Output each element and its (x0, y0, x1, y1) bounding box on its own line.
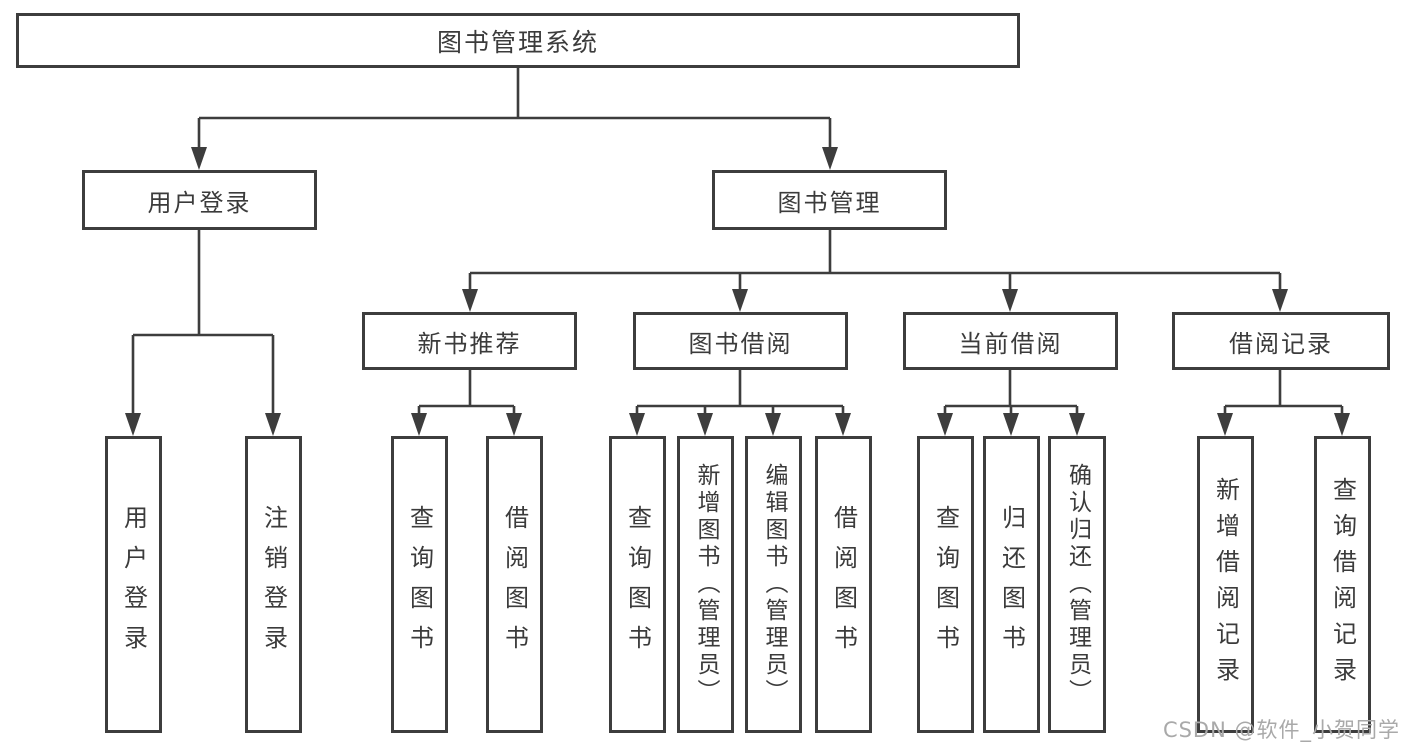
node-leaf-cb-query-book-label: 查询图书 (931, 504, 960, 665)
node-leaf-bb-add-book-admin-label: 新增图书（管理员） (693, 463, 719, 706)
node-leaf-nb-borrow-book-label: 借阅图书 (500, 504, 529, 665)
node-leaf-nb-query-book: 查询图书 (391, 436, 448, 733)
node-new-book-recommend-label: 新书推荐 (417, 329, 522, 358)
node-borrowing-records-label: 借阅记录 (1229, 329, 1333, 358)
node-borrowing-records: 借阅记录 (1172, 312, 1390, 370)
node-leaf-bb-edit-book-admin: 编辑图书（管理员） (745, 436, 802, 733)
node-user-login: 用户登录 (82, 170, 317, 230)
node-book-borrowing: 图书借阅 (633, 312, 848, 370)
node-leaf-cb-confirm-return-admin-label: 确认归还（管理员） (1064, 463, 1091, 706)
node-leaf-nb-query-book-label: 查询图书 (405, 504, 434, 665)
node-book-borrowing-label: 图书借阅 (688, 329, 793, 358)
node-leaf-user-login-label: 用户登录 (119, 504, 148, 665)
node-leaf-br-add-record-label: 新增借阅记录 (1211, 476, 1240, 693)
node-current-borrowing-label: 当前借阅 (958, 329, 1063, 358)
node-leaf-bb-edit-book-admin-label: 编辑图书（管理员） (761, 463, 787, 706)
node-root-label: 图书管理系统 (436, 27, 599, 57)
node-root: 图书管理系统 (16, 13, 1020, 68)
node-leaf-cb-return-book-label: 归还图书 (997, 504, 1026, 665)
node-current-borrowing: 当前借阅 (903, 312, 1118, 370)
node-leaf-bb-query-book: 查询图书 (609, 436, 666, 733)
node-leaf-br-query-record-label: 查询借阅记录 (1328, 476, 1357, 693)
node-user-login-label: 用户登录 (147, 188, 252, 217)
node-book-management: 图书管理 (712, 170, 947, 230)
node-new-book-recommend: 新书推荐 (362, 312, 577, 370)
node-leaf-user-login: 用户登录 (105, 436, 162, 733)
node-leaf-cb-return-book: 归还图书 (983, 436, 1040, 733)
node-leaf-cb-confirm-return-admin: 确认归还（管理员） (1048, 436, 1106, 733)
node-book-management-label: 图书管理 (777, 188, 882, 217)
node-leaf-br-add-record: 新增借阅记录 (1197, 436, 1254, 733)
node-leaf-bb-borrow-book: 借阅图书 (815, 436, 872, 733)
watermark: CSDN @软件_小贺同学 (1162, 718, 1400, 742)
node-leaf-nb-borrow-book: 借阅图书 (486, 436, 543, 733)
node-leaf-logout-label: 注销登录 (259, 504, 288, 665)
node-leaf-cb-query-book: 查询图书 (917, 436, 974, 733)
node-leaf-br-query-record: 查询借阅记录 (1314, 436, 1371, 733)
node-leaf-logout: 注销登录 (245, 436, 302, 733)
node-leaf-bb-borrow-book-label: 借阅图书 (829, 504, 858, 665)
node-leaf-bb-add-book-admin: 新增图书（管理员） (677, 436, 734, 733)
node-leaf-bb-query-book-label: 查询图书 (623, 504, 652, 665)
